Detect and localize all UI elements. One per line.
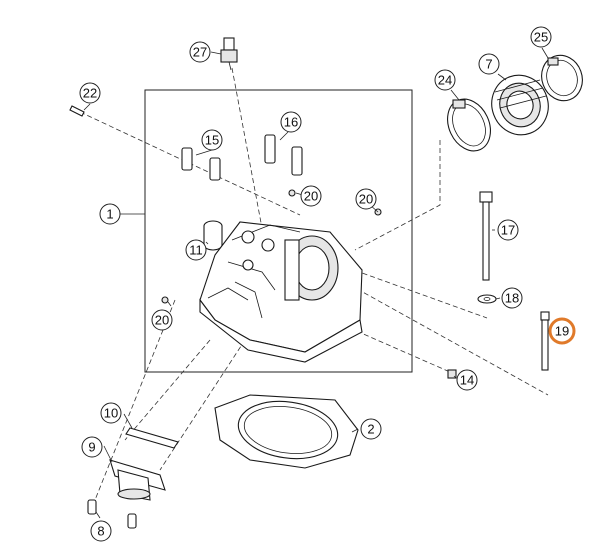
- valve-parts-16: [264, 134, 303, 176]
- callout-20: 20: [355, 188, 377, 210]
- callout-label: 8: [97, 524, 104, 539]
- bolts-8-part: [87, 499, 137, 529]
- callout-label: 14: [460, 373, 474, 388]
- valve-parts-15: [181, 147, 221, 181]
- callout-20: 20: [300, 185, 322, 207]
- callout-8: 8: [90, 520, 112, 542]
- long-bolt-17: [479, 191, 493, 281]
- callout-20: 20: [151, 309, 173, 331]
- callout-label: 16: [284, 115, 298, 130]
- bolt-19-part: [540, 311, 550, 371]
- bolt-22-part: [69, 105, 85, 117]
- callout-17: 17: [497, 219, 519, 241]
- callout-label: 15: [205, 133, 219, 148]
- callout-label: 10: [104, 406, 118, 421]
- callout-16: 16: [280, 111, 302, 133]
- callout-1: 1: [99, 203, 121, 225]
- callout-27: 27: [189, 41, 211, 63]
- callout-label: 18: [505, 291, 519, 306]
- callout-label: 17: [501, 223, 515, 238]
- cylinder-head-part: [199, 221, 363, 363]
- hose-clamp-24: [447, 98, 491, 152]
- callout-22: 22: [79, 82, 101, 104]
- callout-label: 27: [193, 45, 207, 60]
- callout-label: 20: [359, 192, 373, 207]
- gasket-10-part: [125, 427, 179, 449]
- assembly-frame: [144, 89, 413, 373]
- callout-11: 11: [185, 239, 207, 261]
- bolt-14-part: [447, 369, 457, 379]
- callout-label: 19: [555, 324, 569, 339]
- leader-lines: [83, 47, 549, 519]
- callout-15: 15: [201, 129, 223, 151]
- callout-9: 9: [81, 436, 103, 458]
- callout-label: 20: [304, 189, 318, 204]
- callout-10: 10: [100, 402, 122, 424]
- callout-24: 24: [434, 69, 456, 91]
- hose-clamp-25: [541, 54, 583, 102]
- intake-9-part: [109, 459, 166, 501]
- callout-label: 22: [83, 86, 97, 101]
- callout-label: 7: [485, 57, 492, 72]
- callout-label: 24: [438, 73, 452, 88]
- head-gasket-2: [214, 394, 359, 469]
- washer-18: [477, 294, 497, 304]
- callout-label: 2: [367, 422, 374, 437]
- callout-14: 14: [456, 369, 478, 391]
- callout-label: 25: [534, 30, 548, 45]
- callout-7: 7: [478, 53, 500, 75]
- callout-label: 20: [155, 313, 169, 328]
- sensor-part: [220, 37, 238, 71]
- sleeve-11-part: [203, 220, 223, 251]
- callout-label: 1: [106, 207, 113, 222]
- callout-19-highlighted: 19: [548, 317, 576, 345]
- callout-label: 11: [189, 243, 203, 258]
- callout-25: 25: [530, 26, 552, 48]
- intake-flange-7: [491, 74, 549, 136]
- callout-2: 2: [360, 418, 382, 440]
- callout-18: 18: [501, 287, 523, 309]
- callout-label: 9: [88, 440, 95, 455]
